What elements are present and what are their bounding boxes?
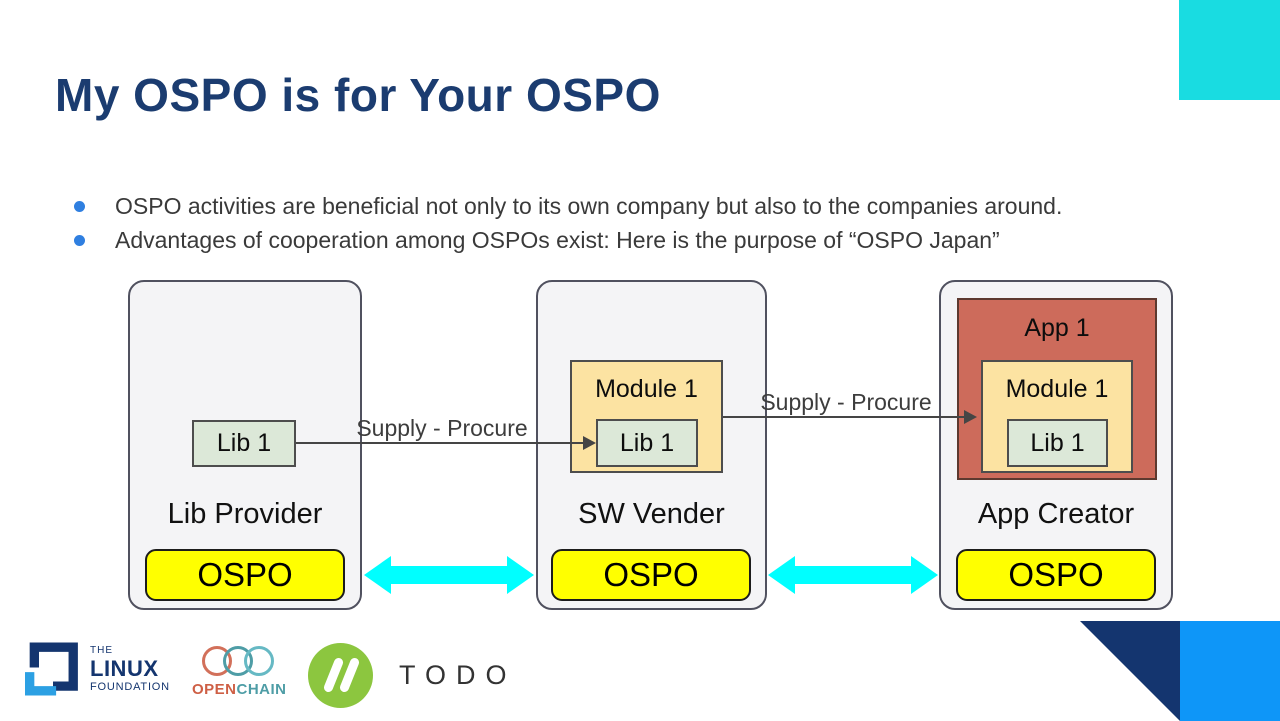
bullet-dot <box>74 201 85 212</box>
page-title: My OSPO is for Your OSPO <box>55 69 661 121</box>
ospo-badge-sw-vender: OSPO <box>551 549 751 601</box>
oc-open-text: OPEN <box>192 681 237 698</box>
lf-line-foundation: FOUNDATION <box>90 680 170 693</box>
flow-label: Supply - Procure <box>356 415 528 441</box>
ospo-label: OSPO <box>603 556 699 593</box>
bullet-text: OSPO activities are beneficial not only … <box>115 193 1063 219</box>
bullet-list: OSPO activities are beneficial not only … <box>72 189 1232 257</box>
component-lib1: Lib 1 <box>596 419 698 467</box>
flow-label: Supply - Procure <box>760 389 932 415</box>
ospo-badge-app-creator: OSPO <box>956 549 1156 601</box>
lf-line-the: THE <box>90 644 113 656</box>
component-label: Module 1 <box>595 375 698 403</box>
double-arrow-icon <box>768 556 938 594</box>
supply-arrowhead-icon <box>583 436 596 450</box>
supply-arrowhead-icon <box>964 410 977 424</box>
component-label: App 1 <box>1024 314 1090 342</box>
todo-wordmark: TODO <box>399 660 517 690</box>
component-label: Lib 1 <box>619 428 675 457</box>
org-name-app-creator: App Creator <box>977 498 1135 530</box>
linux-foundation-logo: THE LINUX FOUNDATION <box>25 640 170 698</box>
bullet-text: Advantages of cooperation among OSPOs ex… <box>115 227 1000 253</box>
lf-line-linux: LINUX <box>90 655 159 681</box>
corner-navy-triangle <box>1080 621 1180 721</box>
todo-logo: TODO <box>308 643 517 708</box>
ospo-label: OSPO <box>1008 556 1104 593</box>
openchain-wordmark: OPENCHAIN <box>192 681 287 698</box>
component-lib1: Lib 1 <box>1007 419 1108 467</box>
supply-arrow-line <box>723 416 966 418</box>
supply-arrow-line <box>296 442 585 444</box>
org-name-sw-vender: SW Vender <box>578 498 725 530</box>
component-label: Module 1 <box>1005 375 1109 403</box>
bullet-dot <box>74 235 85 246</box>
bullet-item: Advantages of cooperation among OSPOs ex… <box>72 223 1232 257</box>
double-arrow-icon <box>364 556 534 594</box>
todo-slashes-icon <box>308 643 373 708</box>
openchain-rings-icon <box>192 646 284 676</box>
oc-chain-text: CHAIN <box>236 681 287 698</box>
linux-foundation-bracket-icon <box>25 642 78 696</box>
openchain-logo: OPENCHAIN <box>192 646 287 698</box>
bullet-item: OSPO activities are beneficial not only … <box>72 189 1232 223</box>
corner-teal-rectangle <box>1179 0 1280 100</box>
component-lib1: Lib 1 <box>192 420 296 467</box>
component-label: Lib 1 <box>1030 428 1085 457</box>
ospo-badge-lib-provider: OSPO <box>145 549 345 601</box>
corner-blue-rectangle <box>1180 621 1280 721</box>
component-label: Lib 1 <box>216 429 272 457</box>
org-name-lib-provider: Lib Provider <box>167 498 323 530</box>
ospo-label: OSPO <box>197 556 293 593</box>
linux-foundation-wordmark: THE LINUX FOUNDATION <box>90 644 170 693</box>
